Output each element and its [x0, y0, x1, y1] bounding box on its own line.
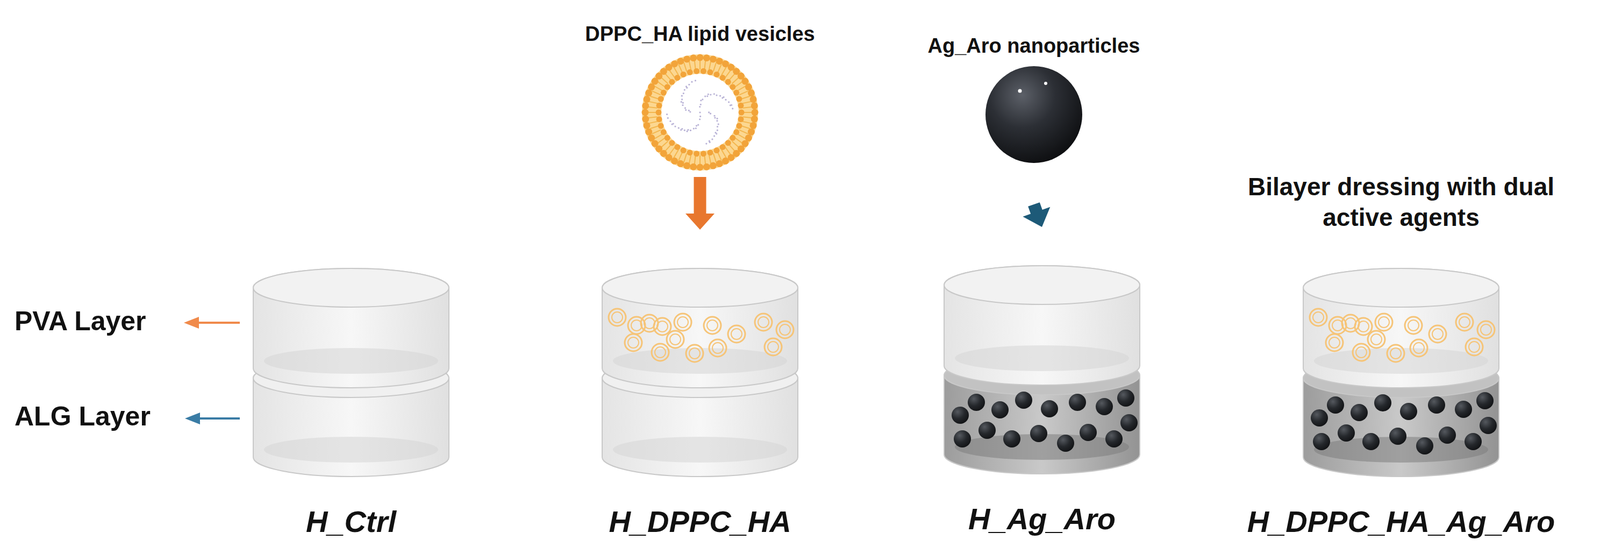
hydrogel-cylinder: H_Ag_Aro — [944, 263, 1140, 479]
hydrogel-cylinder: H_DPPC_HA — [602, 266, 798, 482]
layer-pointer — [183, 316, 240, 425]
pva-pointer-head — [183, 316, 199, 329]
cyl-shape — [944, 263, 1140, 479]
sample-caption: H_DPPC_HA — [608, 503, 791, 539]
sample-caption: H_Ctrl — [305, 503, 397, 539]
alg-pointer — [198, 417, 240, 420]
layer-label: ALG Layer — [14, 400, 151, 432]
alg-pointer-head — [184, 412, 200, 425]
sphere-shape — [984, 65, 1084, 164]
block-arrow — [1022, 202, 1050, 227]
layer-label: PVA Layer — [14, 305, 147, 337]
sample-caption: H_Ag_Aro — [968, 501, 1116, 537]
heading-text: Bilayer dressing with dual active agents — [1212, 171, 1590, 233]
block-arrow — [685, 176, 715, 230]
icon-label: Ag_Aro nanoparticles — [927, 34, 1141, 58]
hydrogel-cylinder: H_Ctrl — [253, 266, 449, 482]
cyl-shape — [602, 266, 798, 482]
nanoparticle-icon: Ag_Aro nanoparticles — [984, 65, 1084, 164]
hydrogel-cylinder: Bilayer dressing with dual active agents… — [1303, 266, 1499, 482]
vesicle-shape — [640, 53, 760, 172]
sample-caption: H_DPPC_HA_Ag_Aro — [1247, 503, 1556, 539]
cyl-shape — [253, 266, 449, 482]
pva-pointer — [197, 321, 240, 324]
cyl-shape — [1303, 266, 1499, 482]
vesicle-icon: DPPC_HA lipid vesicles — [640, 53, 760, 172]
icon-label: DPPC_HA lipid vesicles — [584, 22, 815, 46]
